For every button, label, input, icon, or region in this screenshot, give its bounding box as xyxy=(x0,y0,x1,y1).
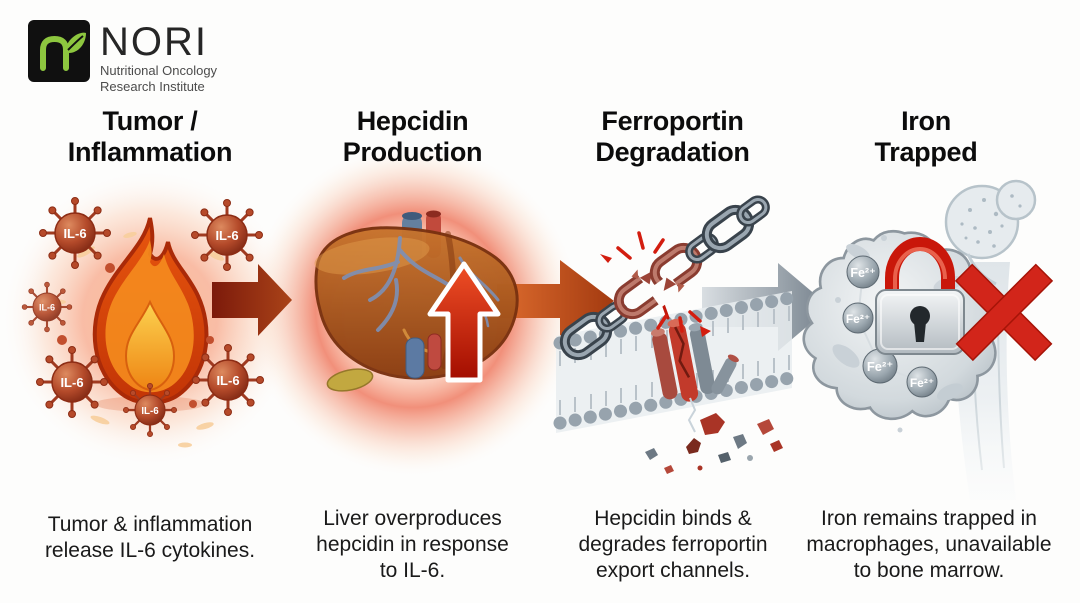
panel-caption-ferroportin-degradation: Hepcidin binds & degrades ferroportin ex… xyxy=(548,506,798,584)
il6-label: IL-6 xyxy=(63,226,86,241)
nori-logo-icon xyxy=(28,20,90,82)
fe-label: Fe²⁺ xyxy=(850,266,875,280)
bone-icon xyxy=(930,179,1080,540)
title-line: Production xyxy=(342,137,483,167)
logo-org-line2: Research Institute xyxy=(100,79,205,94)
caption-line: release IL-6 cytokines. xyxy=(44,539,256,562)
fe-label: Fe²⁺ xyxy=(910,376,934,390)
title-line: Trapped xyxy=(874,137,978,167)
caption-line: macrophages, unavailable xyxy=(806,533,1052,556)
title-line: Iron xyxy=(901,106,951,136)
caption-line: Tumor & inflammation xyxy=(47,513,253,536)
iron-ion-icon: Fe²⁺ xyxy=(862,348,898,384)
panel-title-iron-trapped: Iron Trapped xyxy=(800,106,1052,168)
red-cross-icon xyxy=(954,263,1054,362)
broken-chain-icon xyxy=(559,195,770,361)
il6-label: IL-6 xyxy=(141,406,159,417)
il6-label: IL-6 xyxy=(60,375,83,390)
panel-title-ferroportin-degradation: Ferroportin Degradation xyxy=(545,106,800,168)
nori-logo: NORI Nutritional Oncology Research Insti… xyxy=(28,20,217,94)
caption-line: to bone marrow. xyxy=(853,559,1005,582)
logo-org-line1: Nutritional Oncology xyxy=(100,63,218,78)
iron-ion-icon: Fe²⁺ xyxy=(842,302,874,334)
iron-ion-icon: Fe²⁺ xyxy=(846,255,880,289)
caption-line: Liver overproduces xyxy=(323,507,502,530)
il6-label: IL-6 xyxy=(216,373,239,388)
title-line: Inflammation xyxy=(67,137,233,167)
title-line: Degradation xyxy=(595,137,750,167)
il6-cytokine-icon: IL-6 xyxy=(38,196,112,270)
fe-label: Fe²⁺ xyxy=(846,312,870,326)
caption-line: to IL-6. xyxy=(379,559,446,582)
panel-caption-hepcidin-production: Liver overproduces hepcidin in response … xyxy=(285,506,540,584)
caption-line: export channels. xyxy=(595,559,751,582)
iron-ions: Fe²⁺ Fe²⁺ Fe²⁺ Fe²⁺ xyxy=(842,255,938,398)
il6-cytokine-icon: IL-6 xyxy=(35,345,109,419)
title-line: Tumor / xyxy=(102,106,198,136)
caption-line: Iron remains trapped in xyxy=(821,507,1037,530)
panel-caption-iron-trapped: Iron remains trapped in macrophages, una… xyxy=(798,506,1060,584)
caption-line: Hepcidin binds & xyxy=(594,507,752,530)
il6-cytokine-icon: IL-6 xyxy=(190,198,264,272)
padlock-icon xyxy=(875,237,965,355)
il6-cytokine-icon: IL-6 xyxy=(122,382,178,438)
il6-cytokine-icon: IL-6 xyxy=(21,281,73,333)
title-line: Ferroportin xyxy=(601,106,744,136)
channel-protein-icon xyxy=(650,302,739,402)
protein-debris-icon xyxy=(645,397,783,474)
panel-caption-tumor-inflammation: Tumor & inflammation release IL-6 cytoki… xyxy=(20,512,280,564)
break-sparks-icon xyxy=(600,231,711,337)
increase-arrow-icon xyxy=(427,261,501,383)
panel-title-tumor-inflammation: Tumor / Inflammation xyxy=(20,106,280,168)
il6-cytokine-icon: IL-6 xyxy=(191,343,265,417)
flow-arrow-1-icon xyxy=(212,264,292,336)
liver-vessel-tubes-bottom xyxy=(405,333,442,379)
iron-ion-icon: Fe²⁺ xyxy=(906,366,938,398)
caption-line: hepcidin in response xyxy=(316,533,509,556)
panel-title-hepcidin-production: Hepcidin Production xyxy=(285,106,540,168)
il6-label: IL-6 xyxy=(39,303,55,313)
logo-acronym: NORI xyxy=(100,20,208,64)
fe-label: Fe²⁺ xyxy=(867,359,893,374)
cytokine-dots xyxy=(57,263,214,408)
il6-label: IL-6 xyxy=(215,228,238,243)
title-line: Hepcidin xyxy=(356,106,469,136)
caption-line: degrades ferroportin xyxy=(578,533,768,556)
